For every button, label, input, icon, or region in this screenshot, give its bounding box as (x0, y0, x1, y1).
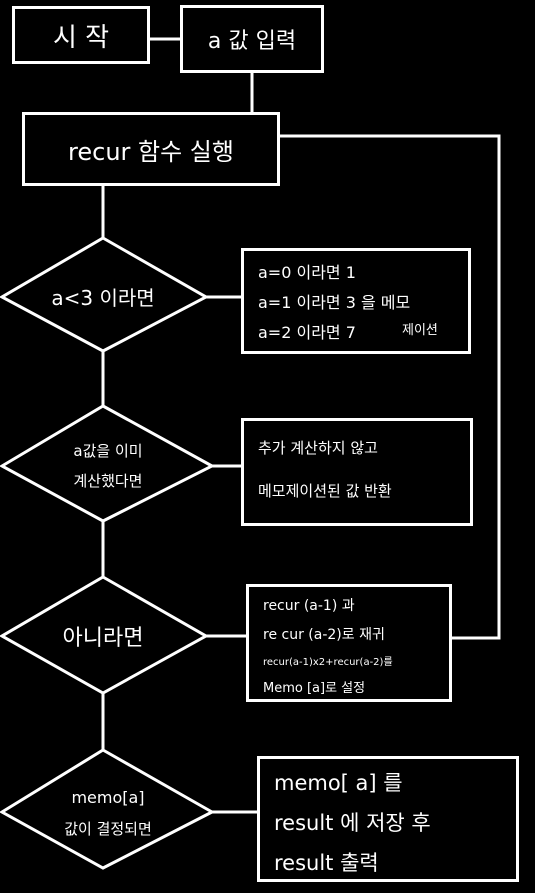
note3-line: recur(a-1)x2+recur(a-2)를 (263, 657, 393, 668)
start-label: 시 작 (52, 22, 110, 53)
line-loop-back (279, 134, 501, 640)
cond3-label: 아니라면 (62, 626, 144, 651)
diamond-cond1 (0, 236, 210, 353)
input-box: a 값 입력 (180, 5, 324, 73)
note1-box: a=0 이라면 1 a=1 이라면 3 을 메모 a=2 이라면 7 제이션 (241, 248, 471, 354)
cond2-label-line1: a값을 이미 (73, 442, 143, 460)
note2-box: 추가 계산하지 않고 메모제이션된 값 반환 (241, 418, 473, 526)
note4-line: result 에 저장 후 (274, 811, 431, 835)
cond1-label: a<3 이라면 (51, 286, 155, 310)
note1-line: a=2 이라면 7 (258, 323, 356, 342)
note1-extra: 제이션 (402, 323, 438, 338)
note4-box: memo[ a] 를 result 에 저장 후 result 출력 (257, 756, 519, 882)
diamond-cond2 (0, 404, 216, 523)
input-label: a 값 입력 (207, 29, 297, 54)
diamond-cond3 (0, 575, 210, 695)
recur-label: recur 함수 실행 (68, 137, 234, 166)
note4-line: memo[ a] 를 (274, 771, 403, 795)
note3-line: recur (a-1) 과 (263, 598, 355, 614)
note3-line: Memo [a]로 설정 (263, 681, 366, 696)
note2-line: 메모제이션된 값 반환 (258, 482, 392, 500)
diamond-cond4 (0, 748, 216, 870)
cond4-label-line1: memo[a] (71, 788, 145, 807)
start-box: 시 작 (12, 6, 150, 64)
note3-box: recur (a-1) 과 re cur (a-2)로 재귀 recur(a-1… (246, 584, 452, 702)
cond4-label-line2: 값이 결정되면 (64, 820, 152, 838)
note4-line: result 출력 (274, 851, 379, 875)
note3-line: re cur (a-2)로 재귀 (263, 627, 385, 643)
note2-line: 추가 계산하지 않고 (258, 439, 378, 457)
recur-box: recur 함수 실행 (22, 112, 280, 186)
cond2-label-line2: 계산했다면 (73, 472, 143, 490)
note1-line: a=1 이라면 3 을 메모 (258, 293, 411, 312)
note1-line: a=0 이라면 1 (258, 263, 356, 282)
